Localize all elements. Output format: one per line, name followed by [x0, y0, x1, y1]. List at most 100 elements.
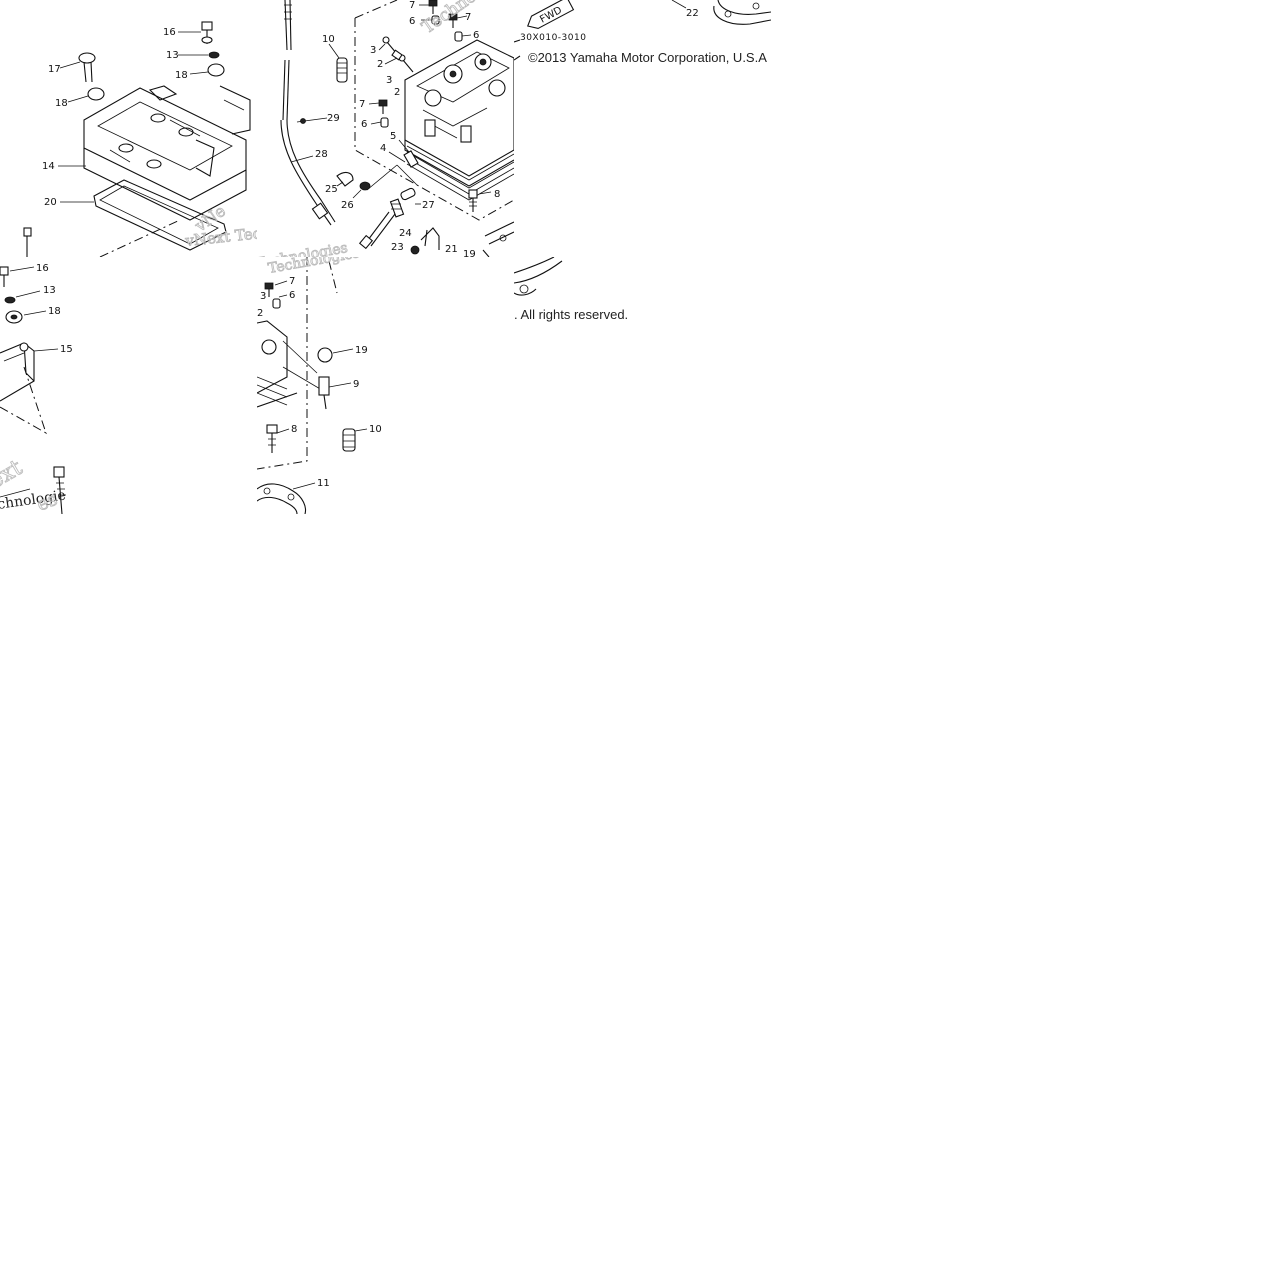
- callout-3-lower: 3: [260, 291, 266, 302]
- washer-13-lower-part: [4, 296, 16, 304]
- stud-8-lower-part: [266, 424, 278, 453]
- callout-18-right: 18: [175, 70, 188, 81]
- callout-20: 20: [44, 197, 57, 208]
- footer-right-drawing: [514, 257, 563, 296]
- callout-9: 9: [353, 379, 359, 390]
- diagram-tile-rear-head: 7 3 6 2 19 9 8: [257, 257, 514, 514]
- callout-13-lower: 13: [43, 285, 56, 296]
- callout-16: 16: [163, 27, 176, 38]
- callout-21: 21: [445, 244, 458, 255]
- callout-3b: 3: [386, 75, 392, 86]
- gasket-20-part: [93, 139, 227, 251]
- callout-6-top: 6: [409, 16, 415, 27]
- bolt-7-lower-part: [264, 282, 274, 297]
- grommet-18-right-part: [207, 63, 225, 77]
- fitting-27-part: [400, 187, 416, 201]
- diagram-tile-footer-right: . All rights reserved.: [514, 257, 771, 514]
- callout-16-lower: 16: [36, 263, 49, 274]
- callout-2b: 2: [394, 87, 400, 98]
- callout-29: 29: [327, 113, 340, 124]
- spark-plug-9-part: [318, 376, 330, 410]
- valve-cover-14-part: [83, 85, 251, 221]
- gasket-22-part: [713, 0, 771, 25]
- callout-27: 27: [422, 200, 435, 211]
- stud-5-part: [403, 150, 419, 168]
- callout-28: 28: [315, 149, 328, 160]
- watermark-brand-a: vNext Tec: [184, 224, 257, 250]
- diagram-tile-valve-cover: 16 13 17 18 18: [0, 0, 257, 257]
- cover-15-part: [0, 342, 35, 402]
- nut-21-part: [410, 245, 420, 255]
- rights-text: . All rights reserved.: [514, 307, 629, 322]
- callout-7-lower: 7: [289, 276, 295, 287]
- cylinder-head-drawing: 29 28 10 3 2 3 2 7: [257, 0, 514, 257]
- watermark-brand-b-top: Technologies: [257, 240, 349, 257]
- cap-19-part: [317, 347, 333, 363]
- valve-cover-drawing: 16 13 17 18 18: [23, 21, 257, 257]
- callout-5: 5: [390, 131, 396, 142]
- callout-11: 11: [317, 478, 330, 489]
- pipe-23-part: [358, 211, 396, 250]
- copyright-text: ©2013 Yamaha Motor Corporation, U.S.A: [528, 50, 767, 65]
- bracket-21-part: [420, 227, 440, 250]
- callout-2a: 2: [377, 59, 383, 70]
- oil-pipe-28-part: [280, 0, 336, 226]
- cap-25-part: [336, 171, 354, 187]
- callout-10-lower: 10: [369, 424, 382, 435]
- rear-head-drawing: 7 3 6 2 19 9 8: [257, 257, 382, 514]
- bolt-lower-part: [53, 466, 66, 514]
- callout-25: 25: [325, 184, 338, 195]
- callout-7-top: 7: [409, 0, 415, 11]
- cylinder-head-body-part: [404, 39, 514, 201]
- bolt-7-left-part: [378, 99, 388, 114]
- gasket-11-part: [257, 483, 307, 514]
- bolt-16-lower-part: [0, 266, 9, 287]
- bolt-7-right-part: [448, 13, 458, 28]
- bolt-edge-part: [23, 227, 32, 257]
- bolt-7-top-part: [428, 0, 438, 14]
- washer-13-part: [208, 51, 220, 59]
- diagram-code: 30X010-3010: [520, 33, 586, 43]
- diagram-tile-cylinder-head: 29 28 10 3 2 3 2 7: [257, 0, 514, 257]
- callout-19: 19: [355, 345, 368, 356]
- diagram-tile-header-right: FWD 22 30X010-3010 ©2013 Yamaha Motor Co…: [514, 0, 771, 257]
- bolt-16-part: [201, 21, 213, 44]
- callout-3a: 3: [370, 45, 376, 56]
- stud-8-part: [468, 189, 478, 212]
- callout-4: 4: [380, 143, 386, 154]
- washer-6-lower-part: [272, 298, 281, 309]
- callout-26: 26: [341, 200, 354, 211]
- bolt-24-part: [389, 198, 405, 218]
- plug-10-lower-part: [342, 428, 356, 452]
- callout-17: 17: [48, 64, 61, 75]
- callout-24: 24: [399, 228, 412, 239]
- callout-8: 8: [494, 189, 500, 200]
- callout-15: 15: [60, 344, 73, 355]
- callout-7-right: 7: [465, 12, 471, 23]
- callout-8-lower: 8: [291, 424, 297, 435]
- callout-10: 10: [322, 34, 335, 45]
- fwd-tag-icon: FWD: [527, 0, 575, 30]
- callout-2-lower: 2: [257, 308, 263, 319]
- valves-part: [382, 36, 414, 73]
- callout-14: 14: [42, 161, 55, 172]
- diagram-tile-rear-cover: 16 13 18 15 ext chnologie es: [0, 257, 257, 514]
- callout-18-lower: 18: [48, 306, 61, 317]
- callout-6-left: 6: [361, 119, 367, 130]
- callout-18-left: 18: [55, 98, 68, 109]
- grommet-18-left-part: [87, 87, 105, 101]
- svg-text:FWD: FWD: [538, 5, 564, 26]
- callout-22: 22: [686, 8, 699, 19]
- callout-13: 13: [166, 50, 179, 61]
- bolt-17-part: [78, 52, 96, 83]
- rear-cover-drawing: 16 13 18 15 ext chnologie es: [0, 263, 73, 514]
- watermark-brand-e: ext: [0, 455, 27, 494]
- callout-6-right: 6: [473, 30, 479, 41]
- watermark-brand-b: Technologies: [267, 257, 361, 277]
- gasket-fragment-part: [514, 257, 563, 284]
- callout-23: 23: [391, 242, 404, 253]
- callout-7-left: 7: [359, 99, 365, 110]
- header-right-drawing: FWD 22 30X010-3010: [514, 0, 771, 61]
- callout-6-lower: 6: [289, 290, 295, 301]
- washer-6-left-part: [380, 117, 389, 128]
